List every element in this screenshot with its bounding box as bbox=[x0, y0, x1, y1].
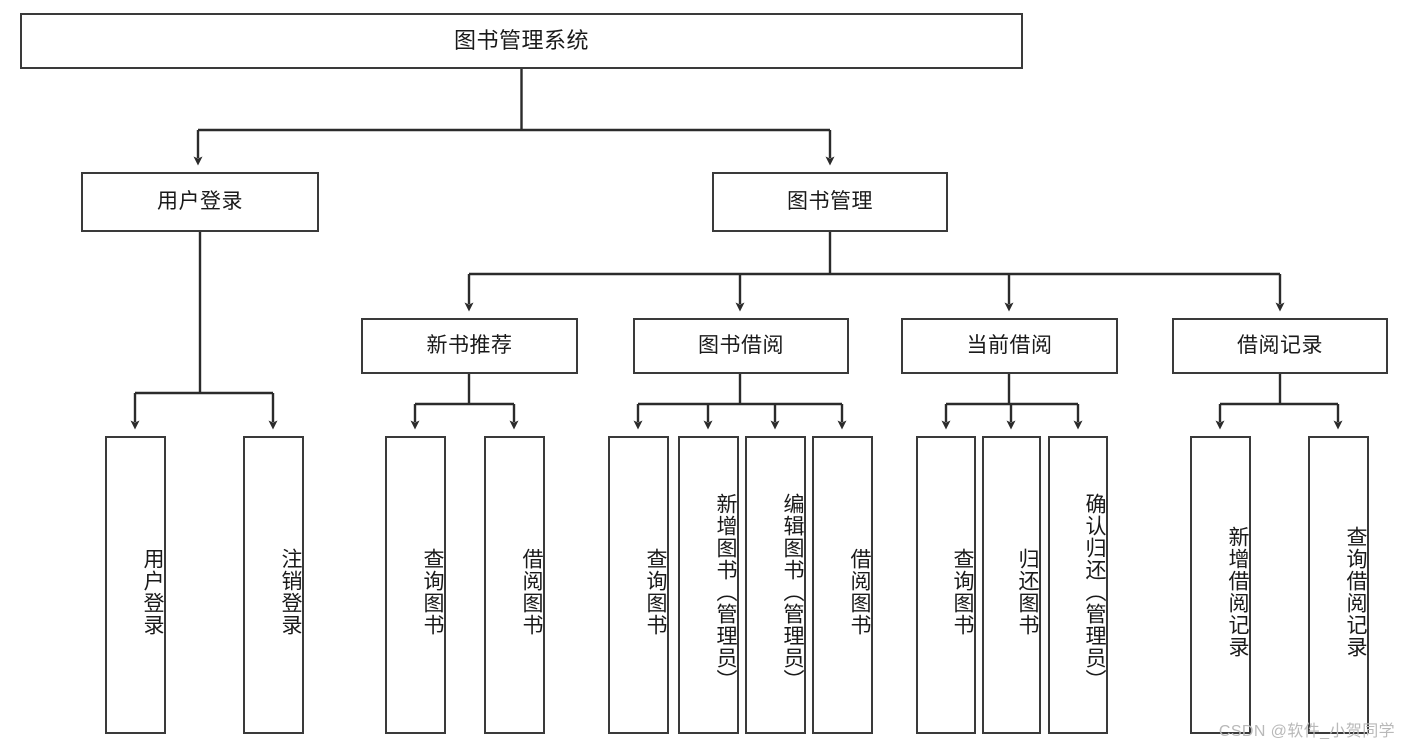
node-leaf-user-login[interactable]: 用户登录 bbox=[105, 436, 166, 734]
node-leaf-edit-book-admin[interactable]: 编辑图书（管理员） bbox=[745, 436, 806, 734]
node-user-login-label: 用户登录 bbox=[157, 189, 243, 213]
node-leaf-query-book-recommend-label: 查询图书 bbox=[421, 548, 444, 636]
node-book-management[interactable]: 图书管理 bbox=[712, 172, 948, 232]
node-leaf-logout-login-label: 注销登录 bbox=[279, 548, 302, 636]
node-current-borrow[interactable]: 当前借阅 bbox=[901, 318, 1118, 374]
node-leaf-confirm-return-admin-label: 确认归还（管理员） bbox=[1083, 493, 1106, 691]
node-leaf-add-book-admin-label: 新增图书（管理员） bbox=[714, 493, 737, 691]
node-leaf-add-borrow-record-label: 新增借阅记录 bbox=[1226, 526, 1249, 658]
node-leaf-borrow-book[interactable]: 借阅图书 bbox=[812, 436, 873, 734]
node-borrow-record-label: 借阅记录 bbox=[1237, 333, 1323, 357]
node-book-management-label: 图书管理 bbox=[787, 189, 873, 213]
node-leaf-query-borrow-record-label: 查询借阅记录 bbox=[1344, 526, 1367, 658]
node-root-label: 图书管理系统 bbox=[453, 28, 589, 54]
node-leaf-logout-login[interactable]: 注销登录 bbox=[243, 436, 304, 734]
node-new-book-recommend-label: 新书推荐 bbox=[426, 333, 513, 357]
node-user-login[interactable]: 用户登录 bbox=[81, 172, 319, 232]
node-leaf-query-book-current[interactable]: 查询图书 bbox=[916, 436, 976, 734]
node-current-borrow-label: 当前借阅 bbox=[966, 333, 1053, 357]
node-leaf-query-borrow-record[interactable]: 查询借阅记录 bbox=[1308, 436, 1369, 734]
node-leaf-query-book-recommend[interactable]: 查询图书 bbox=[385, 436, 446, 734]
node-leaf-add-book-admin[interactable]: 新增图书（管理员） bbox=[678, 436, 739, 734]
node-book-borrow-label: 图书借阅 bbox=[698, 333, 784, 357]
node-leaf-borrow-book-recommend-label: 借阅图书 bbox=[520, 548, 543, 636]
node-book-borrow[interactable]: 图书借阅 bbox=[633, 318, 849, 374]
node-leaf-query-book-current-label: 查询图书 bbox=[951, 548, 974, 636]
node-borrow-record[interactable]: 借阅记录 bbox=[1172, 318, 1388, 374]
node-leaf-query-book-borrow[interactable]: 查询图书 bbox=[608, 436, 669, 734]
node-leaf-add-borrow-record[interactable]: 新增借阅记录 bbox=[1190, 436, 1251, 734]
node-leaf-borrow-book-recommend[interactable]: 借阅图书 bbox=[484, 436, 545, 734]
node-root[interactable]: 图书管理系统 bbox=[20, 13, 1023, 69]
node-leaf-return-book[interactable]: 归还图书 bbox=[982, 436, 1041, 734]
node-leaf-borrow-book-label: 借阅图书 bbox=[848, 548, 871, 636]
node-leaf-confirm-return-admin[interactable]: 确认归还（管理员） bbox=[1048, 436, 1108, 734]
node-leaf-edit-book-admin-label: 编辑图书（管理员） bbox=[781, 493, 804, 691]
node-leaf-user-login-label: 用户登录 bbox=[141, 548, 164, 636]
node-leaf-query-book-borrow-label: 查询图书 bbox=[644, 548, 667, 636]
node-new-book-recommend[interactable]: 新书推荐 bbox=[361, 318, 578, 374]
watermark-text: CSDN @软件_小贺同学 bbox=[1218, 723, 1395, 740]
node-leaf-return-book-label: 归还图书 bbox=[1016, 548, 1039, 636]
